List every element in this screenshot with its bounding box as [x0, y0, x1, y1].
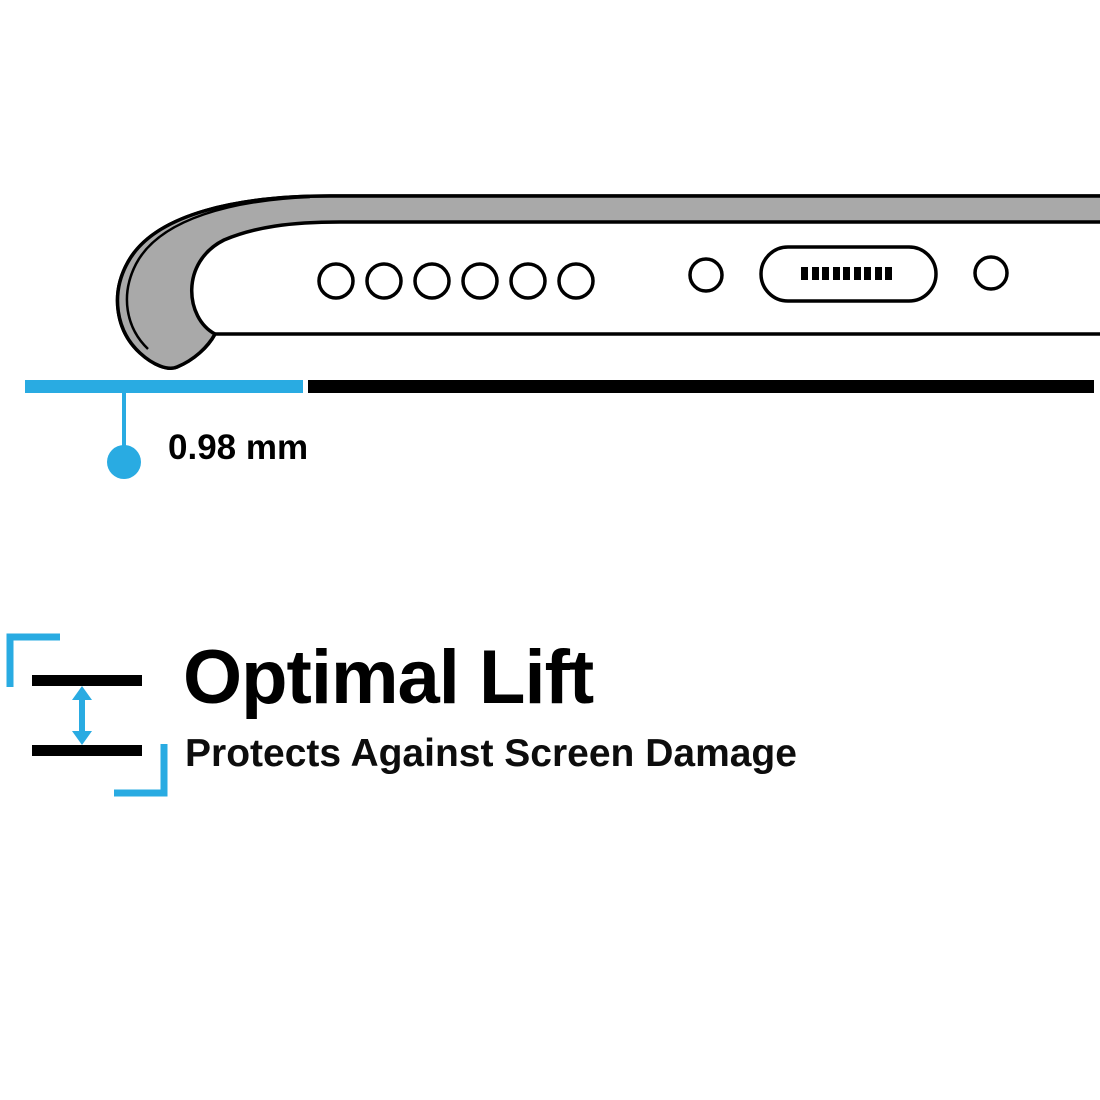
speaker-hole	[557, 262, 595, 300]
bottom-plate-bar	[32, 745, 142, 756]
feature-subtitle: Protects Against Screen Damage	[185, 732, 797, 775]
speaker-hole	[509, 262, 547, 300]
speaker-hole	[413, 262, 451, 300]
lift-arrow-icon	[72, 686, 92, 745]
charging-port-pins	[801, 267, 892, 280]
case-bumper	[115, 194, 1100, 370]
speaker-hole	[317, 262, 355, 300]
bracket-bottom-right-icon	[114, 744, 168, 797]
screw-hole-left	[688, 257, 724, 293]
surface-bar	[308, 380, 1094, 393]
speaker-holes	[317, 262, 595, 300]
inner-shell-line	[125, 195, 311, 350]
bracket-top-left-icon	[6, 633, 60, 687]
feature-title: Optimal Lift	[183, 635, 594, 720]
speaker-hole	[461, 262, 499, 300]
speaker-hole	[365, 262, 403, 300]
measurement-pointer-line	[122, 393, 126, 448]
screw-hole-right	[973, 255, 1009, 291]
measurement-pointer-dot	[107, 445, 141, 479]
measurement-label: 0.98 mm	[168, 428, 309, 467]
top-plate-bar	[32, 675, 142, 686]
lift-spacing-icon	[6, 633, 168, 797]
lip-height-bar	[25, 380, 303, 393]
charging-port-icon	[759, 245, 938, 303]
